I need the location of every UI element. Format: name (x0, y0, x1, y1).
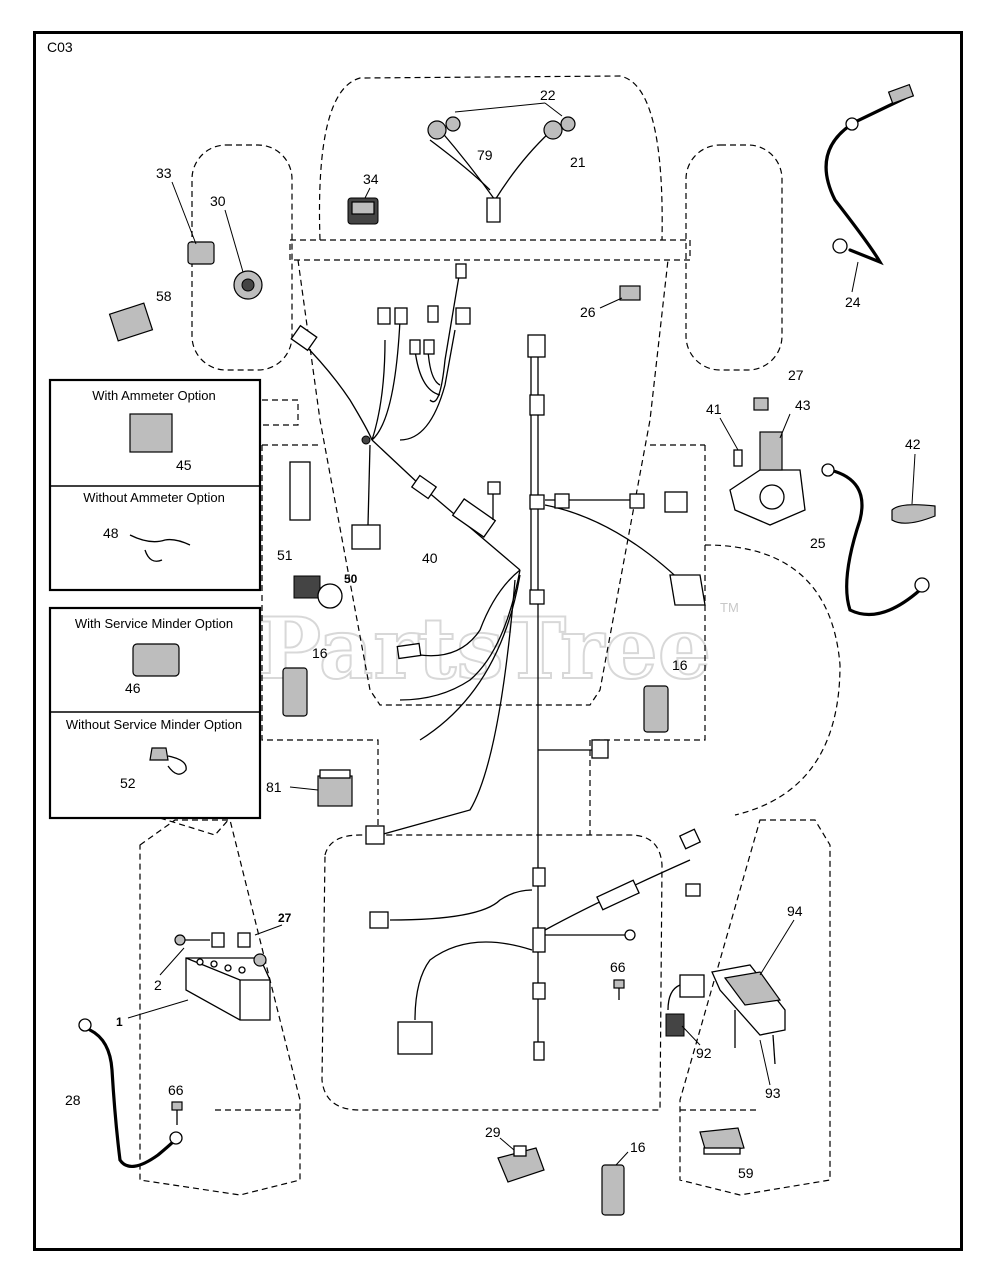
callout-16-right: 16 (672, 657, 688, 673)
callout-26: 26 (580, 304, 596, 320)
callout-16-bottom: 16 (630, 1139, 646, 1155)
callout-16-left: 16 (312, 645, 328, 661)
callout-34: 34 (363, 171, 379, 187)
service-minder-without-title: Without Service Minder Option (66, 717, 242, 732)
callout-25: 25 (810, 535, 826, 551)
callout-29: 29 (485, 1124, 501, 1140)
callout-1: 1 (116, 1015, 123, 1029)
callout-50: 50 (344, 572, 358, 586)
service-minder-46 (132, 643, 180, 677)
switch-34 (347, 197, 379, 225)
callout-59: 59 (738, 1165, 754, 1181)
callout-21: 21 (570, 154, 586, 170)
part-58 (108, 302, 154, 342)
callout-42: 42 (905, 436, 921, 452)
tractor-outline (139, 75, 841, 1196)
part-59 (699, 1127, 745, 1155)
callout-58: 58 (156, 288, 172, 304)
callout-33: 33 (156, 165, 172, 181)
switch-16-right (643, 685, 669, 733)
relay-81 (317, 769, 353, 807)
callout-41: 41 (706, 401, 722, 417)
service-minder-option-box: With Service Minder Option 46 Without Se… (48, 606, 262, 820)
switch-29 (497, 1145, 545, 1183)
fuse-26 (619, 285, 641, 301)
ammeter-45 (129, 413, 173, 453)
main-harness-40 (290, 263, 706, 1061)
plug-52 (149, 747, 169, 761)
callout-28: 28 (65, 1092, 81, 1108)
watermark: PartsTree TM (257, 598, 739, 699)
watermark-text: PartsTree (258, 599, 711, 698)
cable-24 (824, 83, 915, 266)
part-50 (293, 575, 343, 609)
callout-94: 94 (787, 903, 803, 919)
cable-25 (821, 463, 930, 617)
callout-93: 93 (765, 1085, 781, 1101)
callout-27-top: 27 (788, 367, 804, 383)
bolt-66-center (613, 979, 625, 1000)
callout-40: 40 (422, 550, 438, 566)
boot-42 (891, 504, 936, 524)
jumper-48 (129, 534, 191, 562)
switch-16-left (282, 667, 308, 717)
callout-81: 81 (266, 779, 282, 795)
cable-28 (78, 1018, 183, 1168)
callout-22: 22 (540, 87, 556, 103)
part-51 (289, 461, 311, 521)
switch-16-bottom (601, 1164, 625, 1216)
callout-2: 2 (154, 977, 162, 993)
callout-79: 79 (477, 147, 493, 163)
ammeter-with-title: With Ammeter Option (92, 388, 216, 403)
diagram-code: C03 (47, 39, 73, 55)
module-94 (665, 964, 786, 1065)
diagram-border (33, 31, 963, 1251)
solenoid-43 (729, 397, 806, 526)
watermark-tm: TM (720, 600, 739, 615)
ammeter-without-title: Without Ammeter Option (83, 490, 225, 505)
callout-30: 30 (210, 193, 226, 209)
callout-43: 43 (795, 397, 811, 413)
callout-66-left: 66 (168, 1082, 184, 1098)
callout-48: 48 (103, 525, 119, 541)
callout-52: 52 (120, 775, 136, 791)
callout-51: 51 (277, 547, 293, 563)
callout-45: 45 (176, 457, 192, 473)
callout-66-center: 66 (610, 959, 626, 975)
bolt-2 (174, 932, 251, 948)
service-minder-with-title: With Service Minder Option (75, 616, 233, 631)
callout-27-battery: 27 (278, 911, 292, 925)
bolt-66-left (171, 1101, 183, 1125)
callout-24: 24 (845, 294, 861, 310)
ammeter-option-box: With Ammeter Option 45 Without Ammeter O… (48, 378, 262, 592)
callout-46: 46 (125, 680, 141, 696)
headlight-harness (427, 116, 576, 223)
callout-92: 92 (696, 1045, 712, 1061)
battery-1 (185, 953, 271, 1021)
ignition-switch-30 (187, 241, 263, 300)
